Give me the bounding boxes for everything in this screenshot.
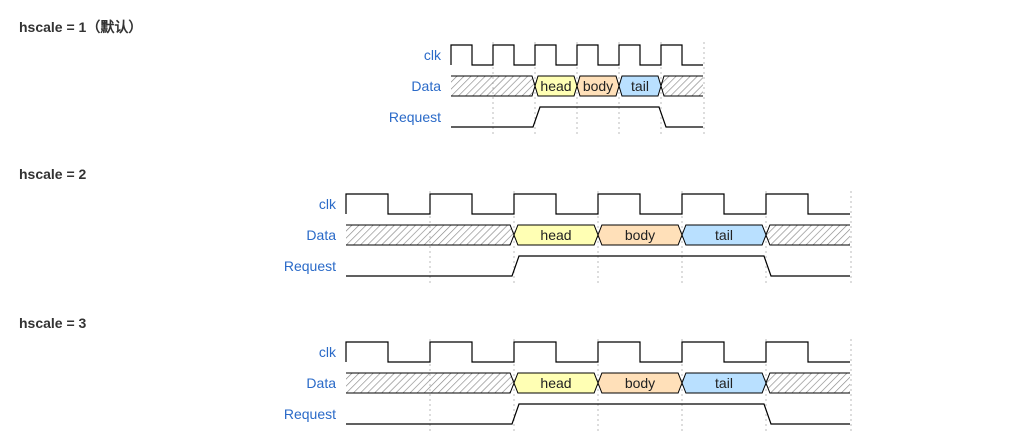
clk-wave <box>345 341 850 363</box>
data-segment-head <box>535 76 577 96</box>
data-label-tail: tail <box>631 78 649 94</box>
data-label-body: body <box>583 78 613 94</box>
data-undefined-segment <box>661 76 703 96</box>
clk-wave <box>345 193 850 215</box>
data-label-tail: tail <box>715 375 733 391</box>
signal-name-data: Data <box>306 375 336 391</box>
data-label-head: head <box>540 227 571 243</box>
data-label-tail: tail <box>715 227 733 243</box>
request-wave <box>346 255 850 277</box>
signal-name-clk: clk <box>319 196 337 212</box>
data-label-head: head <box>540 375 571 391</box>
data-segment-tail <box>682 225 766 245</box>
signal-name-data: Data <box>411 78 441 94</box>
request-wave <box>451 106 703 128</box>
data-segment-body <box>577 76 619 96</box>
signal-name-data: Data <box>306 227 336 243</box>
section-heading-hscale-2: hscale = 2 <box>19 166 87 182</box>
data-segment-outline <box>765 372 850 394</box>
signal-name-clk: clk <box>319 344 337 360</box>
data-label-head: head <box>540 78 571 94</box>
signal-name-request: Request <box>284 406 336 422</box>
signal-name-request: Request <box>389 109 441 125</box>
data-segment-head <box>514 373 598 393</box>
data-segment-outline <box>660 75 703 97</box>
data-undefined-segment <box>346 225 514 245</box>
signal-name-clk: clk <box>424 47 442 63</box>
data-undefined-segment <box>346 373 514 393</box>
section-heading-hscale-1: hscale = 1（默认） <box>19 19 143 35</box>
data-segment-head <box>514 225 598 245</box>
clk-wave <box>450 44 703 66</box>
data-undefined-segment <box>766 373 850 393</box>
request-wave <box>346 403 850 425</box>
data-segment-tail <box>682 373 766 393</box>
data-undefined-segment <box>766 225 850 245</box>
data-label-body: body <box>625 227 655 243</box>
signal-name-request: Request <box>284 258 336 274</box>
data-segment-body <box>598 373 682 393</box>
data-label-body: body <box>625 375 655 391</box>
data-segment-body <box>598 225 682 245</box>
data-segment-tail <box>619 76 661 96</box>
data-segment-outline <box>765 224 850 246</box>
data-undefined-segment <box>451 76 535 96</box>
section-heading-hscale-3: hscale = 3 <box>19 315 87 331</box>
